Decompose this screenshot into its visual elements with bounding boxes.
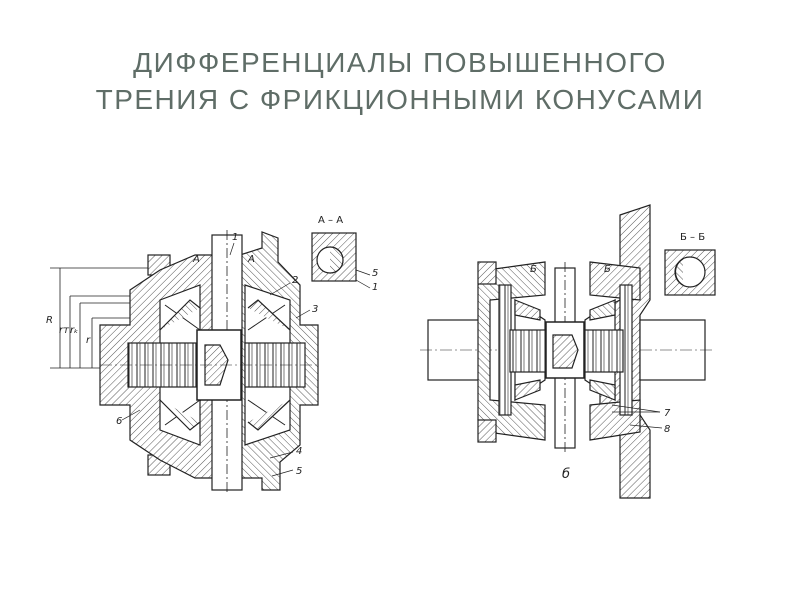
section-a-a-inset: [311, 232, 371, 289]
title-line-2: ТРЕНИЯ С ФРИКЦИОННЫМИ КОНУСАМИ: [95, 84, 705, 115]
mark-4: 4: [296, 446, 302, 457]
section-b-b-label: Б – Б: [680, 232, 705, 243]
mark-7: 7: [664, 408, 671, 419]
mark-1: 1: [232, 232, 238, 243]
dim-label-rt: rᴛ: [59, 325, 70, 336]
section-a-a-label: А – А: [318, 215, 343, 226]
inset-mark-5: 5: [372, 268, 378, 279]
slide-title: ДИФФЕРЕНЦИАЛЫ ПОВЫШЕННОГО ТРЕНИЯ С ФРИКЦ…: [0, 44, 800, 118]
mark-section-a-right: А: [247, 254, 255, 265]
dim-label-R: R: [46, 315, 53, 326]
mark-section-b-left: Б: [530, 264, 537, 275]
mark-2: 2: [292, 275, 298, 286]
mark-3: 3: [312, 304, 318, 315]
figure-b-caption: б: [562, 467, 570, 482]
mark-section-a-left: А: [192, 254, 200, 265]
figure-a-drawing: [50, 230, 319, 495]
dim-label-rk: rₖ: [70, 325, 78, 336]
mark-section-b-right: Б: [604, 264, 611, 275]
title-line-1: ДИФФЕРЕНЦИАЛЫ ПОВЫШЕННОГО: [133, 47, 667, 78]
mark-6: 6: [116, 416, 122, 427]
mark-5: 5: [296, 466, 302, 477]
dim-label-r: r: [86, 335, 91, 346]
inset-mark-1: 1: [372, 282, 378, 293]
figure-b-drawing: [420, 204, 715, 499]
section-b-b-inset: [664, 249, 716, 296]
mark-8: 8: [664, 424, 670, 435]
